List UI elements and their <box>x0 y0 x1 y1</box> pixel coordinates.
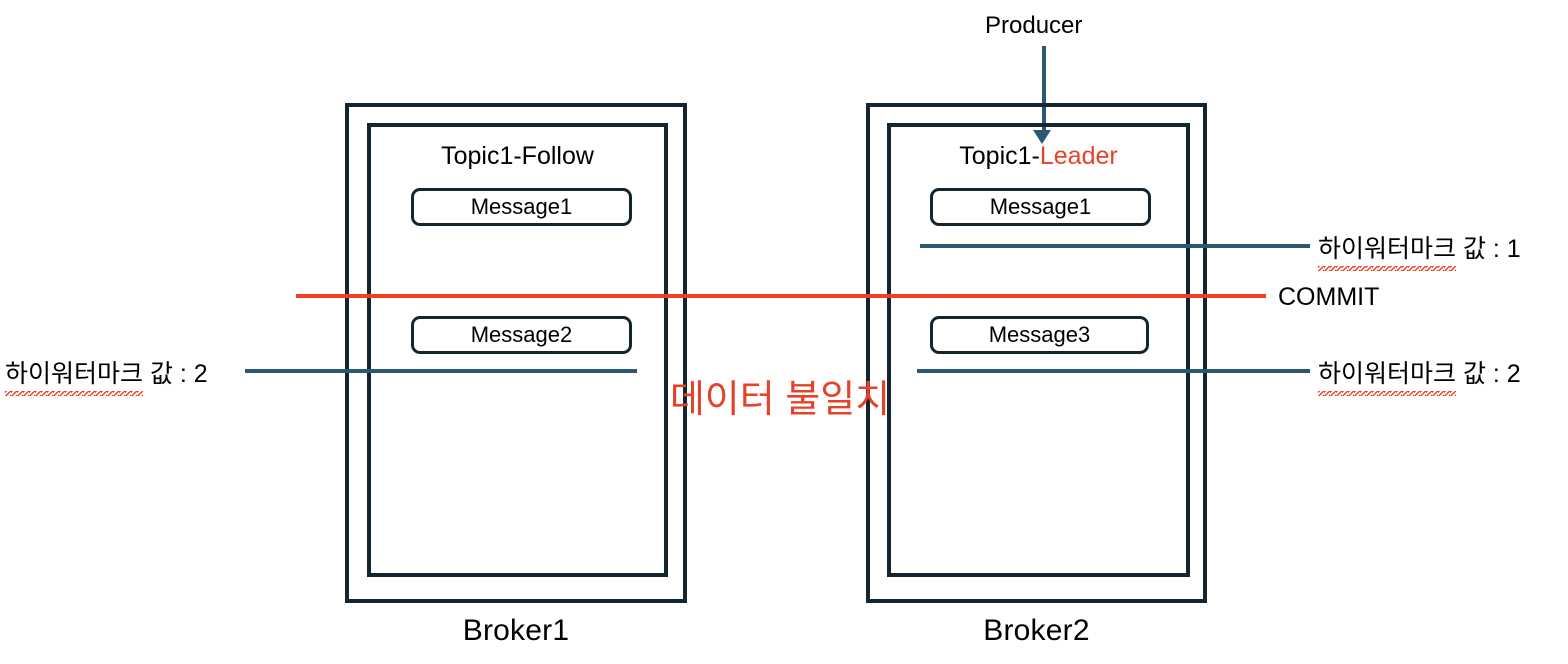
watermark-korean-left: 하이워터마크 <box>5 354 144 396</box>
commit-label: COMMIT <box>1278 283 1380 311</box>
data-mismatch-label: 데이터 불일치 <box>669 379 891 421</box>
watermark-line-right-bottom <box>917 369 1310 373</box>
watermark-korean-right-top: 하이워터마크 <box>1318 229 1457 271</box>
topic-title-prefix-1: Topic1- <box>441 142 522 170</box>
watermark-label-left: 하이워터마크 값 : 2 <box>5 354 208 396</box>
watermark-label-right-top: 하이워터마크 값 : 1 <box>1318 229 1521 271</box>
broker-inner-frame-1 <box>367 123 668 577</box>
watermark-line-left <box>245 369 637 373</box>
topic-title-role-1: Follow <box>521 142 594 170</box>
producer-arrow-shaft <box>1042 46 1046 132</box>
message-box-2-1[interactable]: Message1 <box>930 188 1151 226</box>
broker-caption-1: Broker1 <box>462 614 570 647</box>
watermark-value-right-bottom: 값 : 2 <box>1456 360 1521 388</box>
message-box-1-1[interactable]: Message1 <box>411 188 632 226</box>
topic-title-1: Topic1-Follow <box>367 142 668 171</box>
message-box-2-2[interactable]: Message3 <box>930 316 1149 354</box>
producer-label: Producer <box>985 12 1083 39</box>
watermark-label-right-bottom: 하이워터마크 값 : 2 <box>1318 354 1521 396</box>
commit-line <box>296 294 1266 298</box>
watermark-value-left: 값 : 2 <box>143 360 208 388</box>
topic-title-role-2: Leader <box>1039 142 1118 170</box>
message-box-1-2[interactable]: Message2 <box>411 316 632 354</box>
topic-title-prefix-2: Topic1- <box>959 142 1040 170</box>
watermark-line-right-top <box>920 244 1310 248</box>
broker-outer-frame-1 <box>345 103 687 603</box>
broker-caption-2: Broker2 <box>983 614 1090 647</box>
broker-inner-frame-2 <box>887 123 1190 577</box>
watermark-korean-right-bottom: 하이워터마크 <box>1318 354 1457 396</box>
producer-arrow-head-icon <box>1033 130 1051 144</box>
topic-title-2: Topic1-Leader <box>887 142 1190 171</box>
broker-outer-frame-2 <box>866 103 1207 603</box>
watermark-value-right-top: 값 : 1 <box>1456 235 1521 263</box>
